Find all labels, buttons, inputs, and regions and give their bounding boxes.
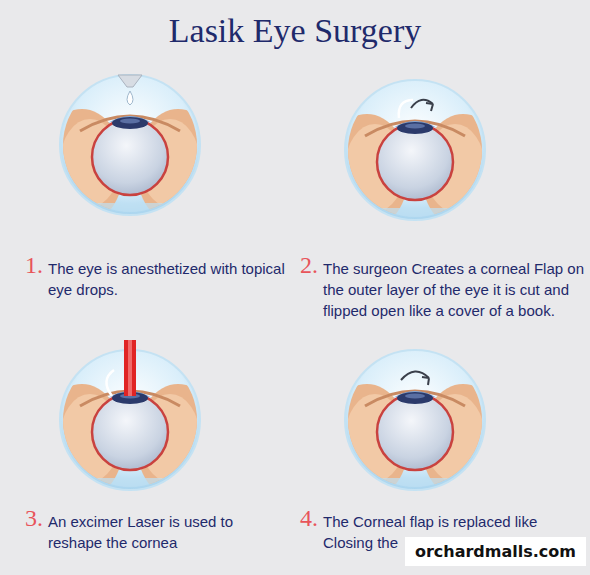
watermark: orchardmalls.com [405, 537, 586, 566]
step-caption: The surgeon Creates a corneal Flap on th… [323, 258, 585, 321]
step-caption: The eye is anesthetized with topical eye… [48, 258, 288, 300]
eye-illustration [40, 340, 220, 500]
eye-illustration [325, 80, 505, 230]
title: Lasik Eye Surgery [0, 12, 590, 50]
step-caption: An excimer Laser is used to reshape the … [48, 511, 288, 553]
eye-illustration [325, 350, 505, 500]
step-number: 3. [25, 505, 43, 531]
step-number: 4. [300, 505, 318, 531]
step-number: 2. [300, 252, 318, 278]
step-number: 1. [25, 252, 43, 278]
eye-illustration [40, 75, 220, 225]
